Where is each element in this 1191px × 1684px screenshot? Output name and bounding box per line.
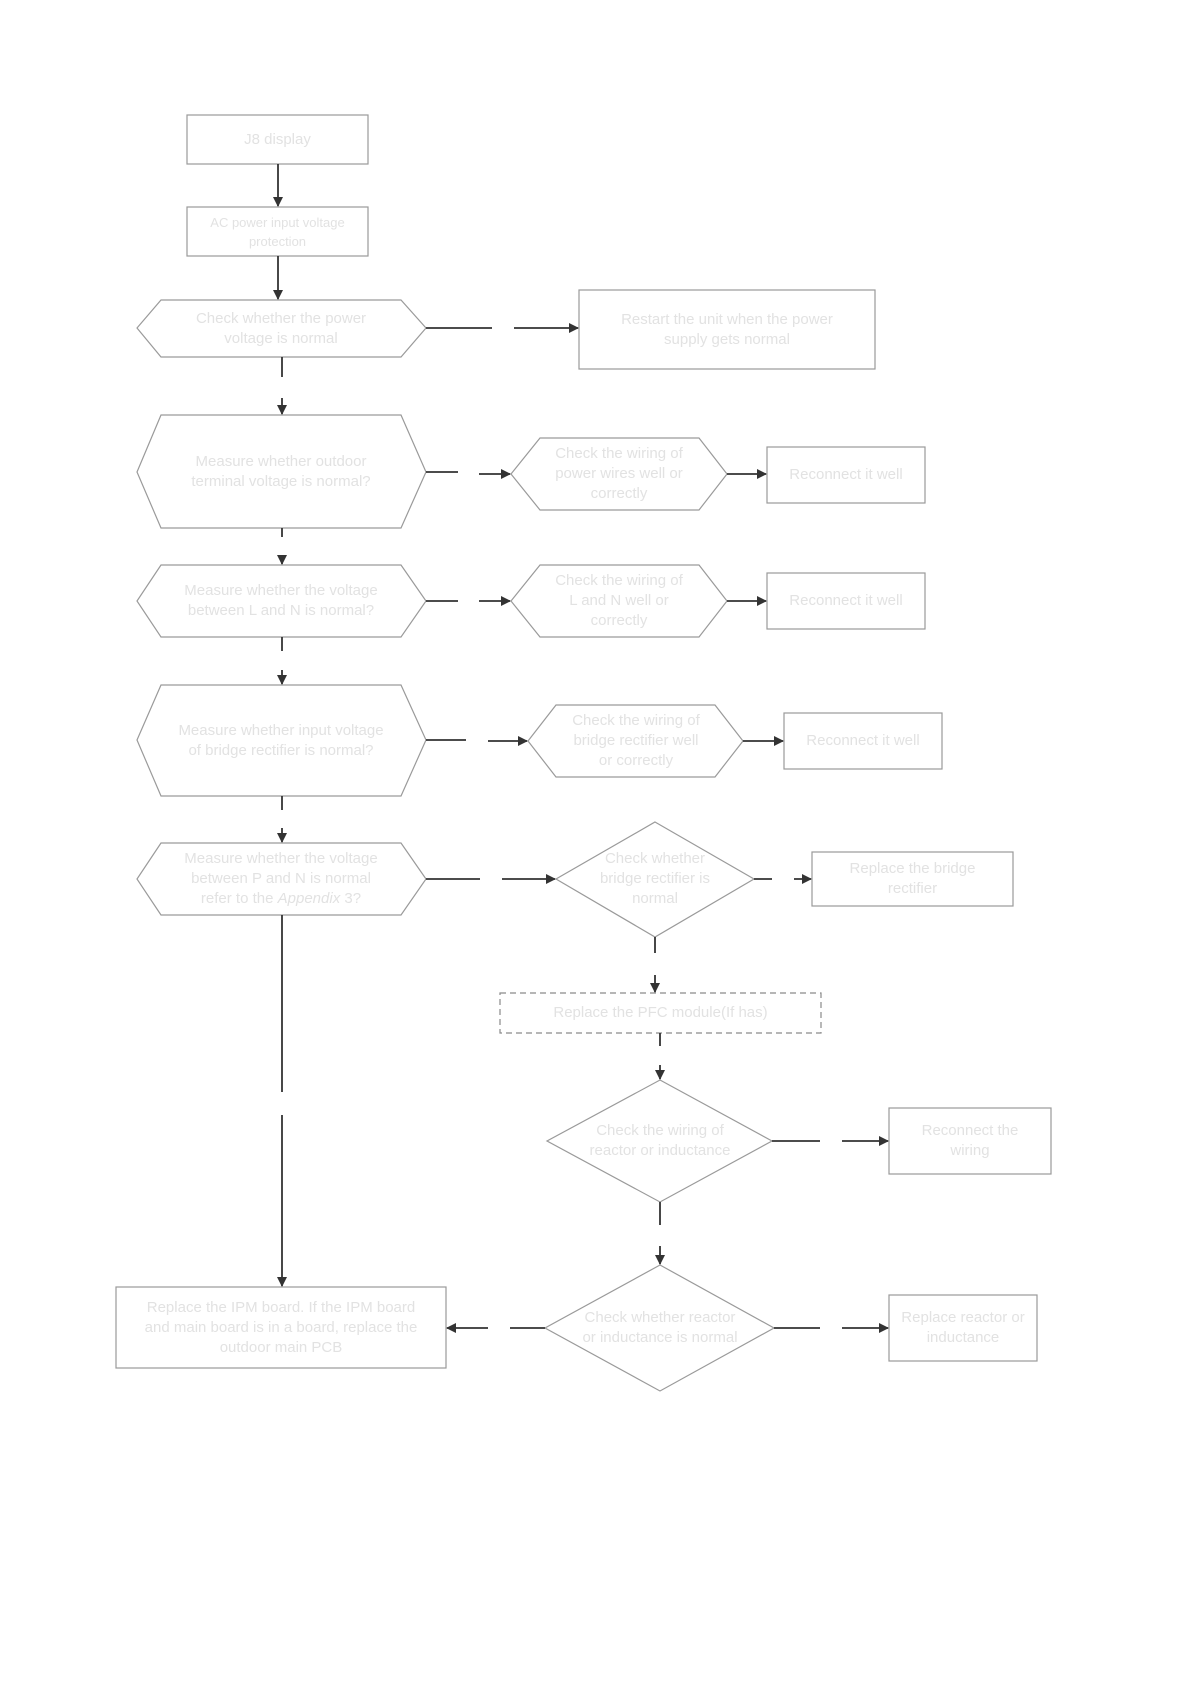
node-check-reactor-wiring: Check the wiring of reactor or inductanc…	[589, 1122, 731, 1159]
node-check-power-voltage: Check whether the power voltage is norma…	[195, 309, 367, 347]
node-measure-l-n-shape	[136, 564, 427, 638]
node-check-reactor-normal-shape	[543, 1264, 776, 1392]
node-restart-unit: Restart the unit when the power supply g…	[621, 310, 833, 348]
node-replace-ipm: Replace the IPM board. If the IPM board …	[144, 1298, 418, 1356]
node-reconnect-wiring-shape	[888, 1107, 1052, 1175]
node-j8-display-shape	[186, 114, 369, 165]
node-check-reactor-normal: Check whether reactor or inductance is n…	[582, 1309, 738, 1346]
node-reconnect-3-shape	[783, 712, 943, 770]
node-reconnect-1: Reconnect it well	[789, 466, 903, 483]
node-check-bridge-wiring-shape	[527, 704, 744, 778]
node-restart-unit-shape	[578, 289, 876, 370]
node-check-bridge-wiring: Check the wiring of bridge rectifier wel…	[572, 712, 700, 769]
node-check-l-n-wiring-shape	[510, 564, 728, 638]
node-reconnect-1-shape	[766, 446, 926, 504]
node-j8-display: J8 display	[244, 130, 311, 148]
node-reconnect-wiring: Reconnect the wiring	[921, 1122, 1019, 1159]
node-measure-bridge-input-shape	[136, 684, 427, 797]
node-measure-p-n-shape	[136, 842, 427, 916]
node-ac-protection: AC power input voltage protection	[210, 214, 345, 249]
node-replace-reactor: Replace reactor or inductance	[901, 1309, 1025, 1346]
node-replace-bridge: Replace the bridge rectifier	[849, 860, 976, 897]
node-measure-bridge-input: Measure whether input voltage of bridge …	[178, 721, 384, 759]
node-replace-reactor-shape	[888, 1294, 1038, 1362]
node-measure-p-n-appendix: Appendix	[277, 890, 341, 907]
node-replace-pfc: Replace the PFC module(If has)	[553, 1004, 768, 1021]
node-check-l-n-wiring: Check the wiring of L and N well or corr…	[555, 572, 683, 629]
node-replace-ipm-shape	[115, 1286, 447, 1369]
node-replace-bridge-shape	[811, 851, 1014, 907]
node-check-bridge-normal: Check whether bridge rectifier is normal	[599, 850, 711, 907]
node-check-power-voltage-shape	[136, 299, 427, 358]
node-reconnect-2: Reconnect it well	[789, 592, 903, 609]
node-reconnect-2-shape	[766, 572, 926, 630]
node-measure-p-n-tail: 3?	[340, 890, 362, 907]
node-measure-p-n-text: Measure whether the voltage between P an…	[184, 850, 378, 907]
node-reconnect-3: Reconnect it well	[806, 732, 920, 749]
node-check-power-wires: Check the wiring of power wires well or …	[555, 445, 683, 502]
node-ac-protection-shape	[186, 206, 369, 257]
node-replace-pfc-shape	[499, 992, 822, 1034]
node-measure-terminal-shape	[136, 414, 427, 529]
node-check-power-wires-shape	[510, 437, 728, 511]
node-measure-p-n: Measure whether the voltage between P an…	[150, 843, 412, 915]
node-measure-terminal: Measure whether outdoor terminal voltage…	[191, 452, 371, 490]
node-measure-l-n: Measure whether the voltage between L an…	[184, 582, 378, 619]
